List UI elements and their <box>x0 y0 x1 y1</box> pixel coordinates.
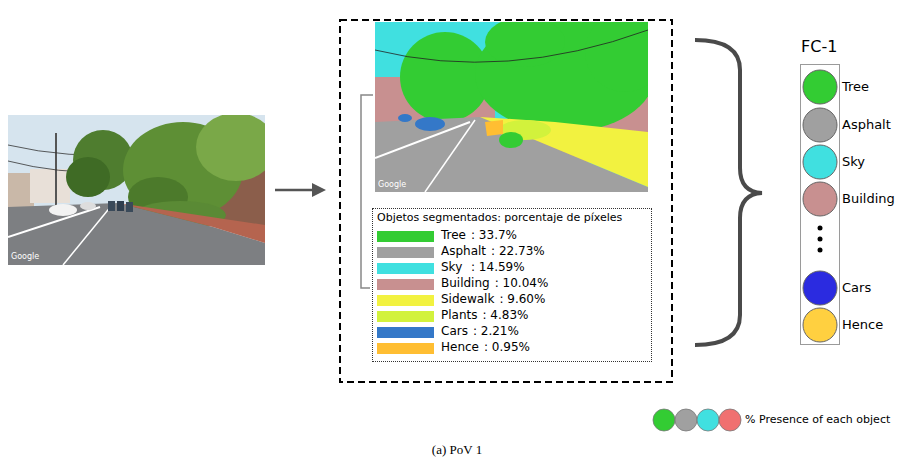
street-photo <box>8 203 265 265</box>
street-photo <box>80 202 96 210</box>
legend-label: Building <box>441 277 490 291</box>
ellipsis-dots <box>818 226 823 253</box>
class-circle <box>803 70 837 104</box>
street-photo <box>66 157 110 197</box>
class-name: Hence <box>842 318 883 333</box>
street-photo <box>118 203 265 243</box>
class-circle <box>803 145 837 179</box>
class-circle <box>803 108 837 142</box>
segmented-image <box>585 12 665 92</box>
percentage-value: : 2.21% <box>473 325 519 339</box>
segmented-image <box>415 117 445 131</box>
curly-brace <box>695 40 762 345</box>
presence-note: % Presence of each object <box>745 414 890 427</box>
legend-label: Sidewalk <box>441 293 494 307</box>
legend-swatch <box>377 327 434 338</box>
legend-label: Sky <box>441 261 462 275</box>
segmented-image <box>375 12 665 192</box>
segmented-image <box>375 117 648 192</box>
percentage-value: : 4.83% <box>483 309 529 323</box>
legend-swatch <box>377 279 434 290</box>
street-photo <box>55 133 57 215</box>
percentage-value: : 0.95% <box>484 341 530 355</box>
legend-box: Objetos segmentados: porcentaje de píxel… <box>372 208 652 362</box>
layer-label: FC-1 <box>801 38 837 56</box>
street-photo <box>108 201 115 211</box>
ellipsis-dots <box>818 226 823 231</box>
legend-swatch <box>377 231 434 242</box>
legend-swatch <box>377 263 434 274</box>
class-circle <box>803 182 837 216</box>
legend-label: Asphalt <box>441 245 486 259</box>
class-circle <box>803 70 837 342</box>
presence-circles <box>675 409 697 431</box>
segmented-image <box>398 114 412 122</box>
percentage-value: : 9.60% <box>499 293 545 307</box>
legend-label: Hence <box>441 341 479 355</box>
legend-swatch <box>377 295 434 306</box>
presence-circles <box>719 409 741 431</box>
class-name: Cars <box>842 281 871 296</box>
class-name: Asphalt <box>842 118 891 133</box>
segmented-image <box>375 30 648 62</box>
segmented-image <box>485 120 503 136</box>
street-photo <box>49 204 77 216</box>
presence-circles <box>653 409 741 431</box>
street-photo <box>117 201 124 211</box>
flow-arrow <box>275 189 313 192</box>
legend-label: Tree <box>441 229 466 243</box>
percentage-value: : 10.04% <box>495 277 549 291</box>
class-circle <box>803 308 837 342</box>
class-name: Sky <box>842 155 865 170</box>
watermark: Google <box>378 180 406 189</box>
flow-arrow <box>312 183 326 197</box>
street-photo <box>8 113 276 265</box>
street-photo <box>196 113 276 181</box>
flow-arrow <box>275 183 326 197</box>
segmented-image <box>499 132 523 148</box>
ellipsis-dots <box>818 237 823 242</box>
class-name: Building <box>842 192 895 207</box>
legend-title: Objetos segmentados: porcentaje de píxel… <box>377 212 622 225</box>
street-photo <box>30 169 70 203</box>
segmented-image <box>480 117 648 187</box>
class-circle <box>803 271 837 305</box>
percentage-value: : 22.73% <box>491 245 545 259</box>
legend-swatch <box>377 247 434 258</box>
percentage-value: : 33.7% <box>471 229 517 243</box>
percentage-value: : 14.59% <box>471 261 525 275</box>
legend-label: Cars <box>441 325 468 339</box>
class-name: Tree <box>842 80 869 95</box>
legend-label: Plants <box>441 309 478 323</box>
presence-circles <box>697 409 719 431</box>
watermark: Google <box>11 252 39 261</box>
caption: (a) PoV 1 <box>432 443 482 458</box>
layer-column: FC-1 <box>800 64 840 345</box>
ellipsis-dots <box>818 248 823 253</box>
segmented-image <box>425 120 475 192</box>
legend-swatch <box>377 343 434 354</box>
presence-circles <box>653 409 675 431</box>
segmented-image <box>375 122 470 158</box>
street-photo <box>126 202 133 212</box>
legend-swatch <box>377 311 434 322</box>
